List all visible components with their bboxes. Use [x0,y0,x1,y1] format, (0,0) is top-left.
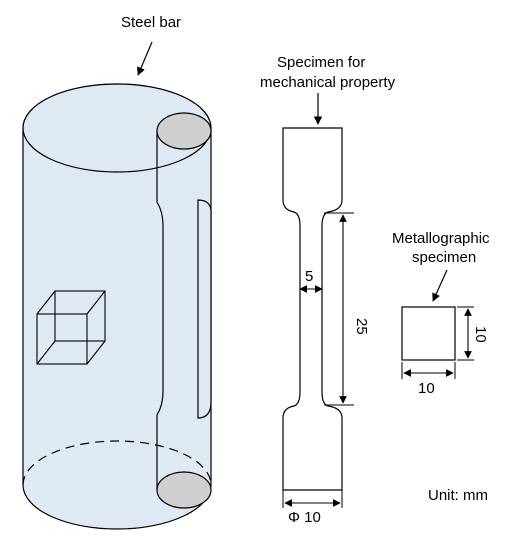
unit-label: Unit: mm [428,487,488,504]
gauge-width-value: 5 [305,268,313,285]
metallo-arrow [432,269,448,302]
steel-bar-arrow [137,41,153,76]
embedded-specimen-cut-face [197,199,212,419]
metallo-specimen-square [401,306,456,361]
embedded-cube [36,290,106,365]
metallo-height-value: 10 [472,326,489,343]
cylinder-hidden-bottom-edge [22,440,212,486]
metallo-label-line1: Metallographic [392,230,490,247]
steel-bar-cylinder [22,83,212,530]
steel-bar-label: Steel bar [121,14,181,31]
specimen-top-hole [156,112,212,150]
diameter-value: Φ 10 [288,509,321,526]
metallo-width-value: 10 [418,380,435,397]
tensile-specimen-outline [282,127,343,491]
specimen-bottom-hole [156,471,212,509]
mech-specimen-label-line2: mechanical property [260,74,396,91]
metallo-label-line2: specimen [412,249,476,266]
gauge-length-value: 25 [353,318,370,335]
embedded-tensile-specimen [156,130,164,490]
mech-specimen-label-line1: Specimen for [277,54,365,71]
